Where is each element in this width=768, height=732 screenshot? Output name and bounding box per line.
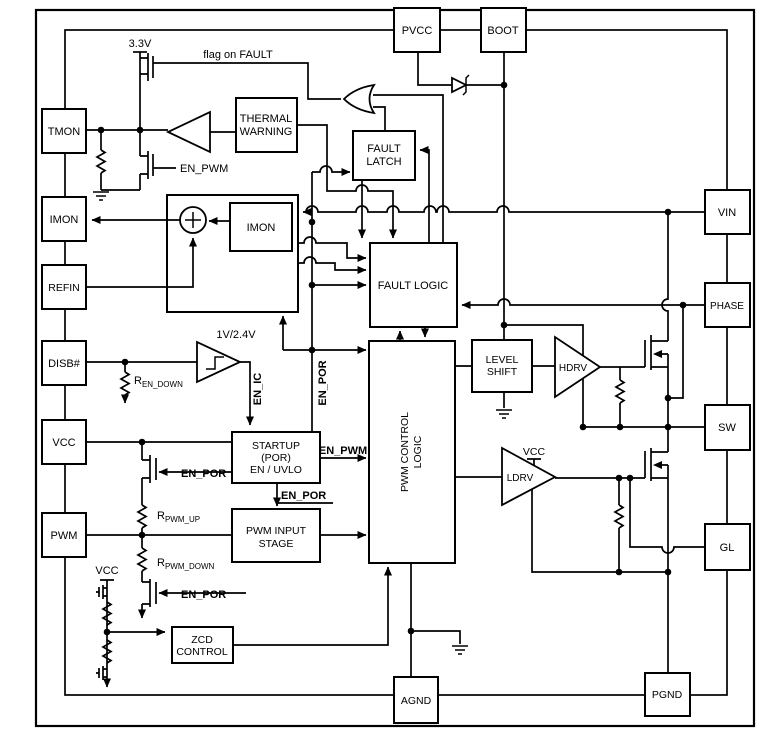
comparator-icon: [196, 340, 243, 384]
pin-label-pvcc: PVCC: [402, 25, 433, 37]
startup-label: STARTUP(POR)EN / UVLO: [250, 440, 302, 476]
pin-label-vin: VIN: [718, 207, 736, 219]
pin-label-vcc: VCC: [52, 437, 75, 449]
pin-vin: [704, 189, 751, 235]
pin-label-pwm: PWM: [51, 530, 78, 542]
pin-imon: [41, 196, 87, 242]
r-en-down-label: REN_DOWN: [134, 375, 183, 389]
fault-logic-block: [369, 242, 458, 328]
pin-pvcc: [393, 7, 441, 53]
fault-logic-label: FAULT LOGIC: [378, 280, 449, 292]
comp-threshold-label: 1V/2.4V: [216, 329, 256, 341]
pin-label-refin: REFIN: [48, 282, 80, 294]
pwm-control-logic-label: PWM CONTROLLOGIC: [399, 412, 424, 492]
pin-agnd: [393, 676, 439, 724]
ldrv-label: LDRV: [507, 473, 534, 484]
en-ic-label: EN_IC: [252, 373, 264, 405]
logic-shapes: [165, 74, 602, 507]
zcd-control-block: [171, 626, 234, 664]
pin-refin: [41, 264, 87, 310]
pin-label-gl: GL: [720, 542, 735, 554]
buffer-icon: [165, 110, 211, 154]
pin-boot: [480, 7, 527, 53]
pin-label-agnd: AGND: [401, 695, 432, 707]
hdrv-triangle: [554, 335, 602, 399]
vcc-ladder-label: VCC: [95, 565, 118, 577]
pin-sw: [704, 404, 751, 451]
fault-latch-block: [352, 130, 416, 181]
signal-labels: 3.3V flag on FAULT EN_PWM 1V/2.4V EN_IC …: [95, 38, 545, 601]
summing-plus-icon: [185, 212, 201, 228]
pin-tmon: [41, 108, 87, 154]
pin-label-disb: DISB#: [48, 358, 81, 370]
function-blocks: [171, 97, 533, 664]
ldrv-triangle: [501, 446, 557, 507]
supply-33-label: 3.3V: [129, 38, 152, 50]
pin-labels: TMON IMON REFIN DISB# VCC PWM PVCC BOOT …: [48, 25, 744, 707]
pin-pwm: [41, 512, 87, 558]
level-shift-block: [471, 339, 533, 393]
wiring: [86, 51, 705, 687]
hysteresis-icon: [206, 356, 224, 370]
or-gate-icon: [342, 83, 376, 115]
pin-vcc: [41, 419, 87, 465]
ls-fet-body-arrow-icon: [653, 461, 662, 469]
en-por-vertical-label: EN_POR: [317, 360, 329, 405]
vcc-ldrv-label: VCC: [523, 446, 546, 458]
pin-phase: [704, 282, 751, 328]
flag-on-fault-label: flag on FAULT: [203, 49, 273, 61]
pin-label-pgnd: PGND: [652, 689, 683, 701]
startup-block: [231, 431, 321, 484]
en-por-down-label: EN_POR: [281, 490, 326, 502]
thermal-warning-block: [235, 97, 298, 153]
pin-label-boot: BOOT: [487, 25, 518, 37]
en-por-pulldown-label: EN_POR: [181, 589, 226, 601]
ground-icon: [452, 645, 468, 655]
ground-icon: [93, 191, 109, 201]
r-pwm-down-label: RPWM_DOWN: [157, 557, 215, 571]
pin-label-imon: IMON: [50, 214, 79, 226]
imon-block: [229, 202, 293, 252]
pin-label-tmon: TMON: [48, 126, 80, 138]
pin-label-phase: PHASE: [710, 301, 744, 312]
pin-disb: [41, 340, 87, 386]
ground-icon: [496, 409, 512, 419]
boot-diode-icon: [451, 76, 469, 94]
pwm-input-stage-block: [231, 508, 321, 563]
imon-label: IMON: [247, 222, 276, 234]
boot-diode-cathode: [462, 74, 470, 96]
en-por-pullup-label: EN_POR: [181, 468, 226, 480]
pin-label-sw: SW: [718, 422, 736, 434]
pwm-control-logic-block: [368, 340, 456, 564]
junction-dots: [97, 81, 687, 636]
ground-symbols: [93, 191, 512, 655]
hdrv-label: HDRV: [559, 363, 587, 374]
en-pwm-tmon-label: EN_PWM: [180, 163, 228, 175]
pin-boxes: [41, 7, 751, 724]
r-pwm-up-label: RPWM_UP: [157, 510, 200, 524]
en-pwm-out-label: EN_PWM: [319, 445, 367, 457]
hs-fet-body-arrow-icon: [653, 350, 662, 358]
pin-gl: [704, 523, 751, 571]
pin-pgnd: [644, 672, 691, 717]
